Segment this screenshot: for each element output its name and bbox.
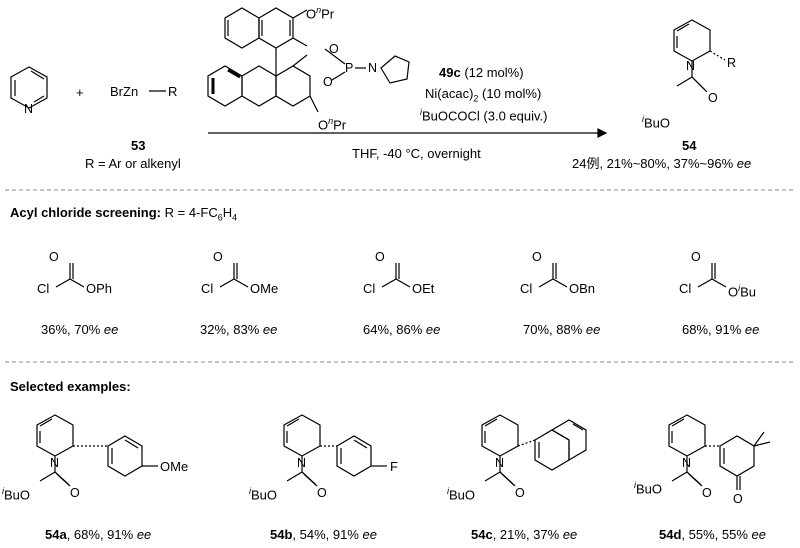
ex-d-n-label: N [682,456,691,470]
ex-d-ibuo: iBuO [634,480,663,497]
acyl-2-group: OMe [250,281,279,296]
ligand-ring-o-bottom: O [323,75,333,89]
acyl-1-o-label: O [49,250,59,264]
r-definition: R = Ar or alkenyl [85,156,181,171]
ligand-p-label: P [345,61,353,75]
pyridine-structure [10,66,48,109]
compound-53-label: 53 [131,138,146,153]
ex-b-substituent: F [390,459,398,474]
acyl-4-result: 70%, 88% ee [523,322,601,337]
plus-sign: + [76,85,84,100]
ex-a-substituent: OMe [160,459,189,474]
product-54-label: 54 [682,138,697,153]
pyridine-n-label: N [24,102,33,116]
binaphthyl-ligand [207,7,410,113]
acyl-chloride-structures [55,263,727,288]
ligand-top-substituent: OnPr [306,5,335,22]
ex-d-label: 54d, 55%, 55% ee [659,527,766,542]
ligand-n-label: N [368,61,377,75]
ex-b-n-label: N [297,456,306,470]
acyl-4-o-label: O [532,250,542,264]
ex-b-o-label: O [317,486,327,500]
ex-c-o-label: O [515,486,525,500]
acyl-4-group: OBn [569,281,596,296]
ex-a-o-label: O [70,486,80,500]
ex-c-ibuo: iBuO [447,486,476,503]
ligand-ring-o-top: O [329,42,339,56]
ex-c-n-label: N [495,456,504,470]
reaction-arrow-head [597,128,608,138]
ex-a-ibuo: iBuO [2,486,31,503]
acyl-3-cl: Cl [363,281,376,296]
acyl-4-cl: Cl [520,281,533,296]
product-n-label: N [686,59,695,73]
ligand-bottom-substituent: OnPr [318,116,347,133]
ex-d-ketone-o: O [733,492,743,506]
product-o-label: O [708,91,718,105]
product-ibuo: iBuO [642,114,671,131]
acyl-screening-heading: Acyl chloride screening: R = 4-FC6H4 [10,205,238,223]
ex-c-label: 54c, 21%, 37% ee [471,527,578,542]
acyl-3-group: OEt [412,281,435,296]
yield-summary: 24例, 21%~80%, 37%~96% ee [572,156,752,171]
acyl-1-group: OPh [86,281,113,296]
nickel-line: Ni(acac)2 (10 mol%) [425,86,542,104]
examples-heading: Selected examples: [10,379,131,394]
ex-b-label: 54b, 54%, 91% ee [270,527,377,542]
ex-b-ibuo: iBuO [249,486,278,503]
acyl-3-result: 64%, 86% ee [363,322,441,337]
reagent-r: R [168,84,178,99]
acyl-2-result: 32%, 83% ee [200,322,278,337]
acyl-reagent-line: iBuOCOCl (3.0 equiv.) [420,107,548,124]
acyl-1-cl: Cl [37,281,50,296]
example-54a-structure [36,414,158,487]
acyl-5-result: 68%, 91% ee [682,322,760,337]
example-54d-structure [668,414,771,490]
product-r-label: R [727,56,736,70]
ex-a-n-label: N [50,456,59,470]
conditions-line: THF, -40 °C, overnight [352,146,481,161]
ex-d-o-label: O [702,486,712,500]
reagent-brzn: BrZn [110,84,139,99]
ex-a-label: 54a, 68%, 91% ee [45,527,152,542]
acyl-3-o-label: O [375,250,385,264]
example-54b-structure [283,414,387,487]
example-54c-structure [481,414,587,487]
acyl-1-result: 36%, 70% ee [41,322,119,337]
acyl-2-cl: Cl [201,281,214,296]
catalyst-line: 49c (12 mol%) [439,65,524,80]
acyl-5-cl: Cl [679,281,692,296]
acyl-2-o-label: O [213,250,223,264]
product-54-structure [673,19,726,93]
acyl-5-o-label: O [691,250,701,264]
acyl-5-group: OiBu [728,283,757,300]
